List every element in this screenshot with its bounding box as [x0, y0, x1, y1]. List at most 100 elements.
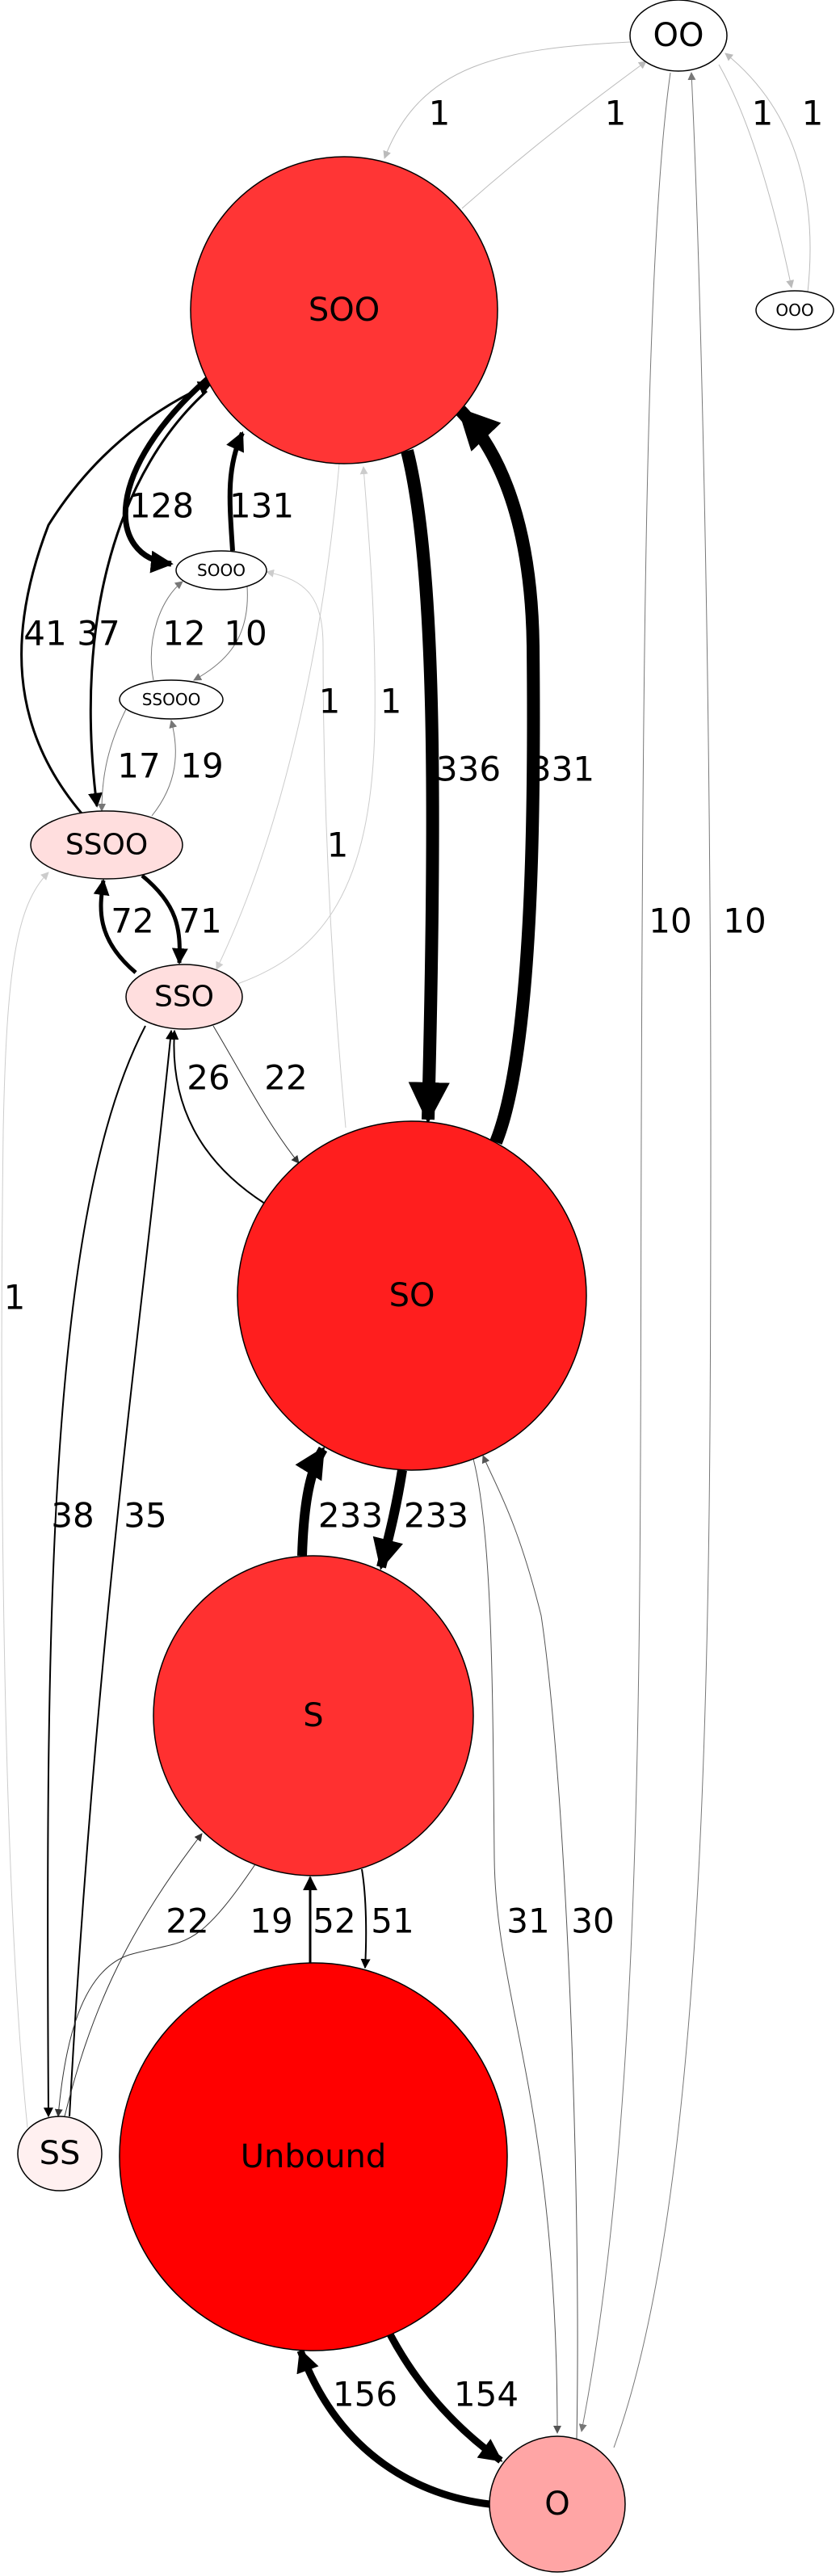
node-label-ssoo: SSOO: [65, 829, 148, 862]
edge-label-soo-to-so: 336: [436, 750, 501, 789]
node-s: S: [153, 1555, 474, 1876]
edge-ooo-to-oo: [724, 53, 811, 293]
node-label-soo: SOO: [309, 292, 380, 329]
node-ooo: OOO: [755, 290, 834, 330]
edge-ss-to-ssoo: [1, 872, 49, 2128]
edge-so-to-s: [372, 1469, 407, 1570]
node-label-ssooo: SSOOO: [142, 690, 201, 709]
node-ss: SS: [17, 2116, 103, 2191]
node-label-sso: SSO: [154, 981, 214, 1014]
edge-so-to-sooo: [266, 569, 346, 1128]
node-shape-unbound: [119, 1962, 508, 2351]
edge-label-ssooo-to-ssoo: 17: [117, 746, 160, 786]
edge-label-ss-to-s: 22: [166, 1902, 208, 1941]
edge-label-o-to-unbound: 156: [333, 2375, 397, 2414]
edge-sso-to-ssoo: [93, 879, 137, 974]
edge-ssooo-to-sooo: [150, 581, 183, 681]
node-shape-so: [237, 1120, 587, 1471]
edge-sooo-to-ssooo: [193, 586, 248, 681]
edge-ss-to-s: [64, 1833, 203, 2117]
node-shape-sso: [125, 964, 243, 1030]
edge-label-s-to-ss: 19: [250, 1902, 292, 1941]
edge-so-to-soo: [456, 406, 540, 1145]
node-sso: SSO: [125, 964, 243, 1030]
edge-label-soo-to-sso: 1: [319, 682, 341, 721]
node-label-ooo: OOO: [775, 300, 813, 320]
edges-layer: [1, 41, 811, 2508]
node-shape-oo: [629, 0, 728, 72]
node-soo: SOO: [190, 156, 498, 464]
edge-label-sso-to-ss: 38: [51, 1496, 94, 1536]
edge-s-to-ss: [54, 1864, 256, 2117]
edge-so-to-o: [472, 1458, 561, 2434]
edge-oo-to-soo: [383, 41, 631, 159]
edge-sso-to-soo: [237, 466, 376, 985]
edge-oo-to-o: [578, 72, 671, 2432]
edge-label-sooo-to-soo: 131: [229, 486, 294, 526]
node-ssoo: SSOO: [30, 810, 183, 880]
edge-ss-to-sso: [69, 1029, 175, 2117]
edge-label-sooo-to-ssooo: 10: [224, 614, 267, 653]
edge-soo-to-oo: [461, 61, 647, 209]
node-shape-soo: [190, 156, 498, 464]
edge-o-to-so: [481, 1455, 578, 2440]
edge-oo-to-ooo: [718, 64, 795, 288]
node-label-s: S: [303, 1697, 323, 1734]
edge-label-ss-to-sso: 35: [124, 1496, 166, 1536]
edge-label-oo-to-soo: 1: [429, 94, 451, 133]
edge-label-sso-to-so: 22: [264, 1058, 307, 1098]
edge-o-to-oo: [613, 72, 712, 2448]
edge-ssoo-to-soo: [20, 381, 213, 815]
edge-label-ooo-to-oo: 1: [802, 94, 824, 133]
edge-label-soo-to-ssoo: 37: [77, 614, 120, 653]
edge-s-to-so: [295, 1446, 328, 1557]
edge-soo-to-ssoo: [88, 389, 208, 808]
node-so: SO: [237, 1120, 587, 1471]
edge-ssoo-to-ssooo: [151, 720, 178, 817]
node-unbound: Unbound: [119, 1962, 508, 2351]
edge-label-oo-to-ooo: 1: [752, 94, 774, 133]
edge-label-ssoo-to-soo: 41: [23, 614, 66, 653]
node-label-oo: OO: [653, 17, 704, 54]
edge-ssoo-to-sso: [141, 874, 188, 964]
edge-sso-to-so: [212, 1025, 300, 1164]
node-shape-ooo: [755, 290, 834, 330]
edge-sso-to-ss: [43, 1025, 146, 2118]
edge-label-s-to-so: 233: [318, 1496, 383, 1536]
edge-s-to-unbound: [360, 1868, 371, 1969]
edge-label-sso-to-soo: 1: [380, 682, 402, 721]
node-shape-o: [489, 2435, 626, 2573]
node-shape-ssooo: [119, 679, 224, 720]
edge-label-oo-to-o: 10: [649, 901, 691, 941]
edge-ssooo-to-ssoo: [98, 708, 127, 812]
edge-label-ssooo-to-sooo: 12: [162, 614, 205, 653]
node-label-o: O: [544, 2486, 569, 2523]
edge-soo-to-sso: [216, 463, 340, 970]
edge-label-soo-to-oo: 1: [605, 94, 627, 133]
edge-soo-to-sooo: [122, 376, 211, 574]
edge-label-so-to-sooo: 1: [327, 826, 349, 865]
edge-o-to-unbound: [296, 2348, 490, 2508]
node-label-unbound: Unbound: [241, 2138, 387, 2175]
edge-soo-to-so: [401, 449, 450, 1124]
edge-label-so-to-o: 31: [506, 1902, 549, 1941]
edge-label-o-to-so: 30: [571, 1902, 614, 1941]
edge-so-to-sso: [169, 1029, 266, 1204]
edge-label-s-to-unbound: 51: [371, 1902, 414, 1941]
node-shape-s: [153, 1555, 474, 1876]
node-label-ss: SS: [40, 2135, 81, 2172]
node-sooo: SOOO: [175, 550, 267, 590]
node-shape-ss: [17, 2116, 103, 2191]
edge-label-unbound-to-s: 52: [313, 1902, 355, 1941]
edge-sooo-to-soo: [226, 431, 245, 552]
edge-label-ss-to-ssoo: 1: [4, 1278, 26, 1317]
edge-label-ssoo-to-sso: 71: [178, 901, 221, 941]
edge-unbound-to-o: [386, 2330, 503, 2464]
edge-label-so-to-soo: 331: [530, 750, 594, 789]
edge-label-sso-to-ssoo: 72: [111, 901, 153, 941]
edge-label-so-to-s: 233: [404, 1496, 468, 1536]
node-shape-ssoo: [30, 810, 183, 880]
